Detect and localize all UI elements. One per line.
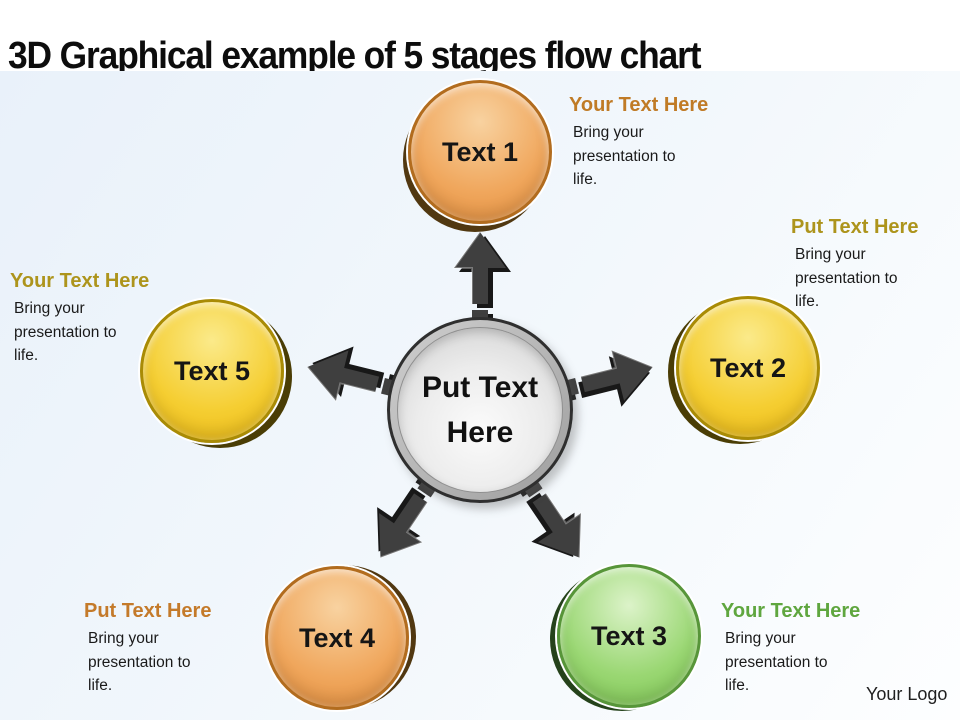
center-hub-label: Put Text Here (421, 371, 539, 449)
callout-stage-4: Put Text Here Bring your presentation to… (84, 600, 211, 698)
callout-title-1: Your Text Here (569, 94, 709, 116)
callout-title-4: Put Text Here (84, 600, 212, 622)
center-hub-inner-face (397, 327, 563, 493)
center-hub-circle: Put Text Here (387, 317, 573, 503)
stage-circle-5: Text 5 (140, 299, 284, 443)
callout-body-2: Bring your presentation to life. (795, 246, 898, 311)
arrow-up-icon (452, 231, 511, 324)
stage-circle-3: Text 3 (557, 564, 701, 708)
slide-title: 3D Graphical example of 5 stages flow ch… (8, 35, 702, 78)
callout-stage-5: Your Text Here Bring your presentation t… (10, 270, 149, 368)
callout-stage-3: Your Text Here Bring your presentation t… (721, 600, 860, 698)
callout-title-3: Your Text Here (721, 600, 861, 622)
callout-body-4: Bring your presentation to life. (88, 630, 191, 695)
callout-title-5: Your Text Here (10, 270, 150, 292)
stage-label-4: Text 4 (298, 622, 376, 653)
arrow-down-right-icon (517, 479, 583, 558)
stage-label-1: Text 1 (441, 136, 519, 167)
stage-label-2: Text 2 (709, 352, 787, 383)
logo-placeholder-text: Your Logo (866, 684, 948, 704)
stage-label-5: Text 5 (173, 355, 251, 386)
callout-body-1: Bring your presentation to life. (573, 124, 676, 189)
stage-circle-1: Text 1 (408, 80, 552, 224)
callout-body-3: Bring your presentation to life. (725, 630, 828, 695)
stage-circle-2: Text 2 (676, 296, 820, 440)
callout-stage-2: Put Text Here Bring your presentation to… (791, 216, 918, 314)
callout-stage-1: Your Text Here Bring your presentation t… (569, 94, 708, 192)
stage-label-3: Text 3 (590, 620, 668, 651)
callout-body-5: Bring your presentation to life. (14, 300, 117, 365)
stage-circle-4: Text 4 (265, 566, 409, 710)
callout-title-2: Put Text Here (791, 216, 919, 238)
